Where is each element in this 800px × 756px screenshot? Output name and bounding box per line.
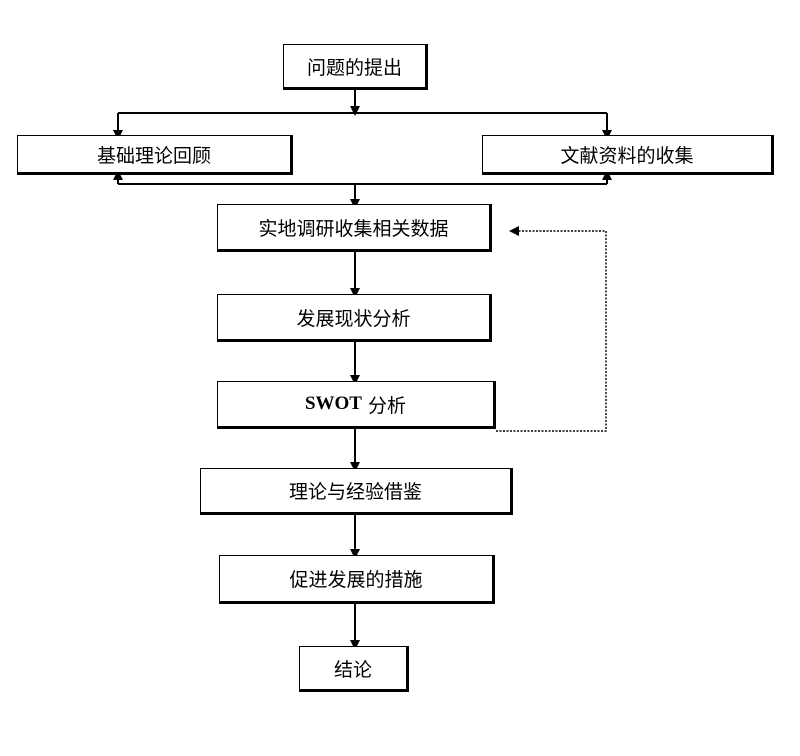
node-measures: 促进发展的措施	[219, 555, 495, 604]
node-problem: 问题的提出	[283, 44, 428, 90]
node-status-analysis-label: 发展现状分析	[296, 307, 411, 330]
node-measures-label: 促进发展的措施	[289, 569, 423, 591]
node-field-research-label: 实地调研收集相关数据	[258, 217, 449, 240]
node-theory-review-label: 基础理论回顾	[96, 144, 211, 167]
node-conclusion-label: 结论	[333, 658, 372, 681]
node-literature-label: 文献资料的收集	[560, 144, 694, 167]
node-swot-analysis: SWOT 分析	[217, 381, 496, 429]
node-problem-label: 问题的提出	[306, 56, 402, 79]
node-swot-suffix: 分析	[361, 394, 407, 417]
node-theory-review: 基础理论回顾	[17, 135, 293, 175]
connector-feedback-loop	[496, 226, 607, 432]
node-swot-prefix: SWOT	[304, 393, 362, 414]
node-experience: 理论与经验借鉴	[200, 468, 513, 515]
node-experience-label: 理论与经验借鉴	[288, 481, 422, 503]
node-conclusion: 结论	[299, 646, 409, 692]
node-literature: 文献资料的收集	[482, 135, 774, 175]
node-status-analysis: 发展现状分析	[217, 294, 492, 342]
node-field-research: 实地调研收集相关数据	[217, 204, 492, 252]
